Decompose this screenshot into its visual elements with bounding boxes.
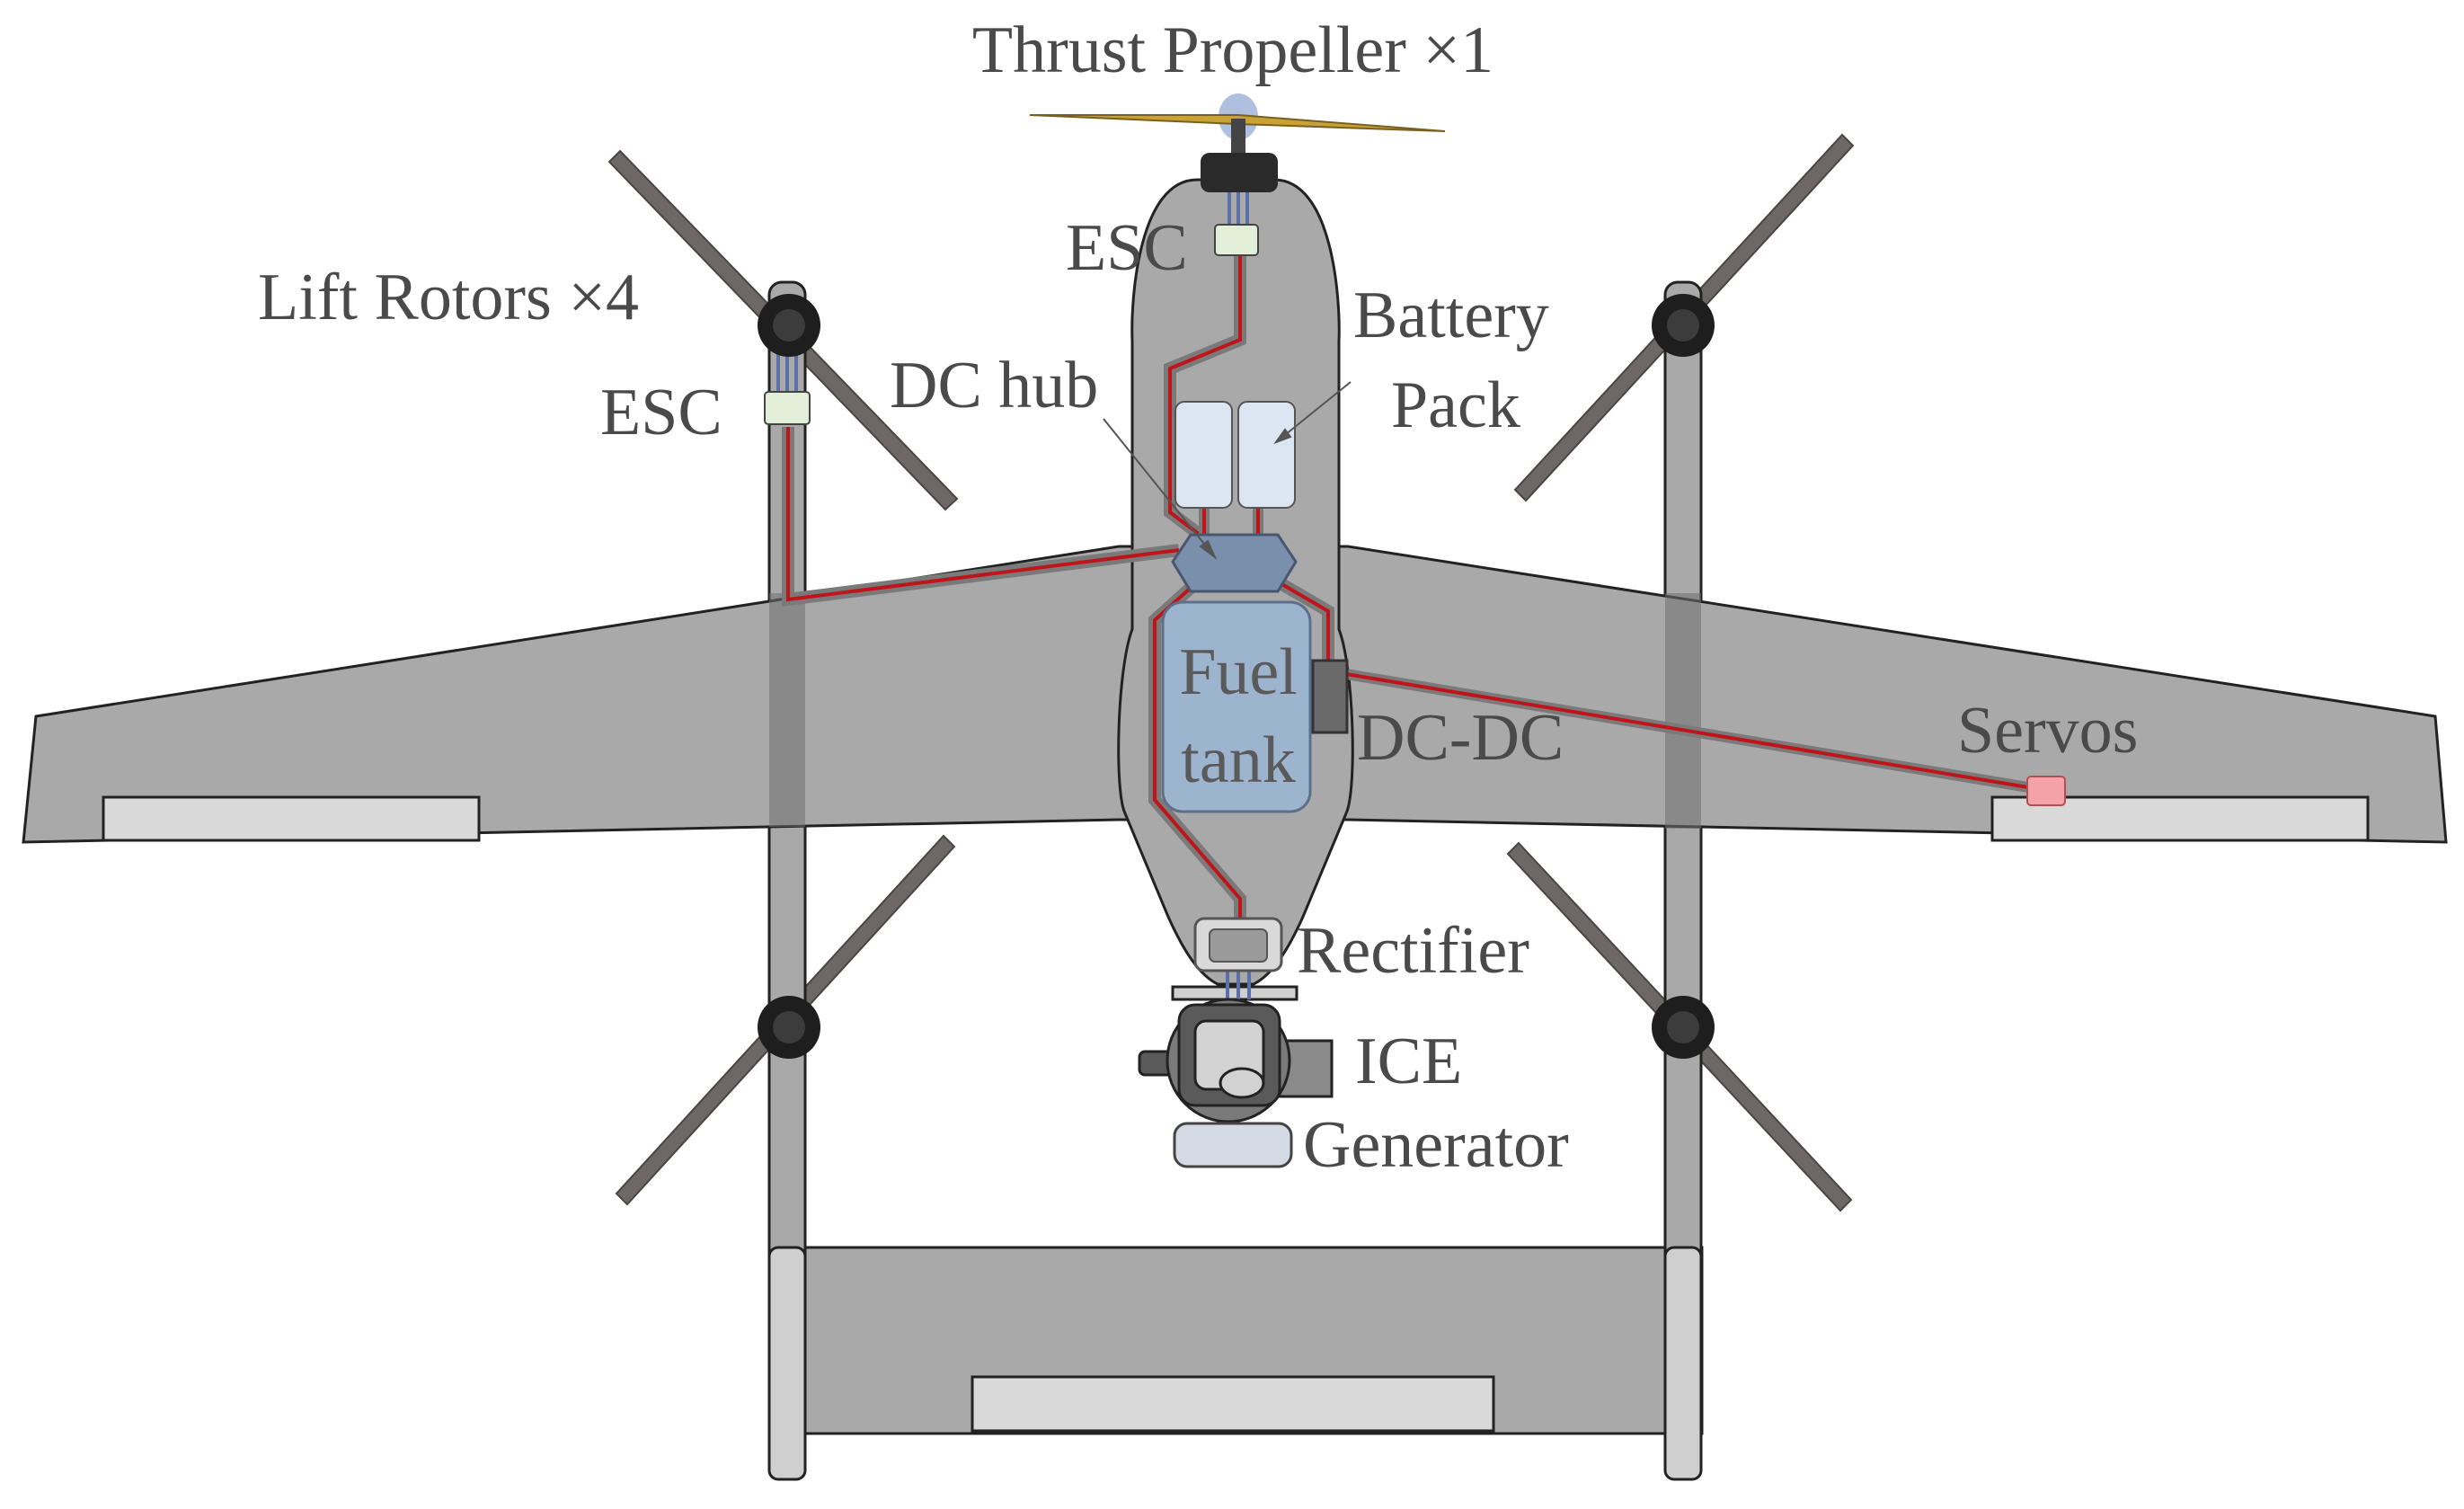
fuselage-aft-plate xyxy=(1171,985,1298,1001)
right-boom-wing-overlap xyxy=(1665,593,1701,829)
lift-rotor-icon xyxy=(758,294,820,357)
esc-icon xyxy=(764,391,811,425)
power-wire xyxy=(786,427,1180,602)
lift-rotor-icon xyxy=(1652,996,1715,1059)
lift-rotors xyxy=(758,294,1715,1059)
fuel-label-line1: Fuel xyxy=(1179,635,1298,709)
dcdc-label: DC-DC xyxy=(1357,701,1564,775)
left-boom-tail xyxy=(767,1246,807,1481)
battery-leader xyxy=(1275,381,1352,443)
fuel-label-line2: tank xyxy=(1181,723,1295,797)
lift-rotors-label: Lift Rotors ×4 xyxy=(258,261,639,334)
booms xyxy=(767,280,1703,1481)
wiring xyxy=(776,191,2045,999)
elevator xyxy=(971,1375,1495,1433)
left-boom-wing-overlap xyxy=(769,593,805,827)
dc-hub-label: DC hub xyxy=(890,349,1098,422)
esc-icon xyxy=(1214,224,1259,256)
power-wire xyxy=(1272,578,1330,663)
lift-rotor-icon xyxy=(758,996,820,1059)
left-aileron xyxy=(102,795,481,842)
servo-icon xyxy=(2026,776,2066,806)
power-wire xyxy=(1168,252,1242,550)
thrust-propeller-label: Thrust Propeller ×1 xyxy=(972,13,1493,87)
dc-hub-icon xyxy=(1171,533,1298,593)
lift-rotor-icon xyxy=(1652,294,1715,357)
rectifier-icon xyxy=(1193,917,1283,972)
generator-label: Generator xyxy=(1303,1108,1569,1182)
battery-label-line2: Pack xyxy=(1391,368,1520,442)
thrust-propeller-icon xyxy=(1029,93,1446,192)
labels: Thrust Propeller ×1 Lift Rotors ×4 ESC E… xyxy=(258,13,2138,1182)
esc-top-label: ESC xyxy=(1066,211,1188,285)
ice-engine-icon xyxy=(1138,998,1334,1123)
battery-label-line1: Battery xyxy=(1353,279,1549,352)
propeller-shaft xyxy=(1231,119,1245,158)
thrust-motor xyxy=(1201,153,1278,192)
esc-left-label: ESC xyxy=(600,376,722,449)
signal-wire xyxy=(1345,672,2045,792)
components xyxy=(764,224,2066,1168)
tail-section xyxy=(769,1246,1704,1435)
dcdc-converter-icon xyxy=(1311,659,1349,734)
generator-icon xyxy=(1173,1122,1293,1168)
fuel-tank-icon xyxy=(1161,600,1312,813)
battery-icon xyxy=(1174,401,1296,509)
servos-label: Servos xyxy=(1957,694,2138,768)
rectifier-label: Rectifier xyxy=(1297,914,1529,988)
right-boom-tail xyxy=(1663,1246,1703,1481)
dc-hub-leader xyxy=(1103,418,1216,558)
ice-label: ICE xyxy=(1355,1025,1462,1098)
leader-lines xyxy=(1103,381,1352,561)
